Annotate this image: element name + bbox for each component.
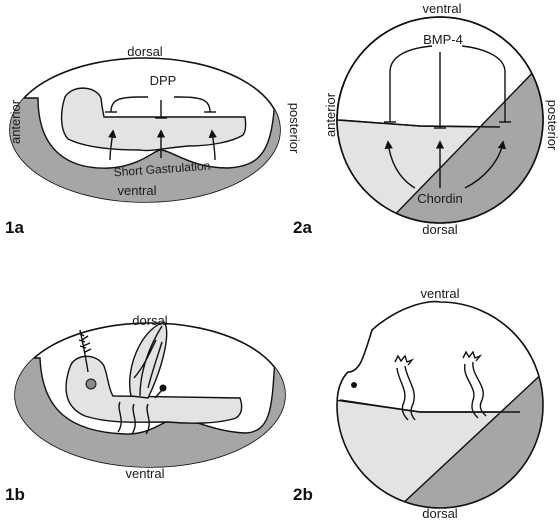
sog-arrow-right (208, 129, 217, 161)
ventral-label-1b: ventral (125, 466, 164, 481)
eye (85, 378, 97, 390)
fly-body-1b (65, 355, 243, 424)
sog-label: Short Gastrulation (113, 159, 210, 180)
leg-2 (131, 403, 136, 435)
panel-label-1a: 1a (5, 218, 24, 237)
chordin-label: Chordin (417, 191, 463, 206)
bmp-inhibit-right (461, 45, 506, 122)
wing (129, 321, 168, 399)
leg-3 (145, 403, 150, 435)
dorsal-label-2b: dorsal (422, 506, 458, 521)
chordin-arrow-left (384, 140, 416, 189)
dorsal-tissue-2b (383, 366, 543, 508)
sog-arrow-left (108, 129, 117, 161)
haltere (159, 384, 167, 392)
ventral-label-2b: ventral (420, 286, 459, 301)
dorsal-tissue-2a (378, 58, 543, 223)
eye-2b (351, 382, 357, 388)
dorsal-label-2a: dorsal (422, 222, 458, 237)
panel-label-2b: 2b (293, 485, 313, 504)
dorsal-label-1a: dorsal (127, 44, 163, 59)
anterior-label-2a: anterior (323, 92, 338, 137)
anterior-label-1a: anterior (8, 99, 23, 144)
leg-1 (117, 401, 122, 433)
bmp-inhibit-left (389, 45, 433, 122)
chordin-arrow-right (464, 140, 507, 189)
appendage-1 (396, 367, 409, 421)
panel-label-2a: 2a (293, 218, 312, 237)
dorsal-label-1b: dorsal (132, 313, 168, 328)
panel-label-1b: 1b (5, 485, 25, 504)
panel-1a: dorsal DPP Short Gastrulation ventral an… (5, 44, 302, 237)
dpp-label: DPP (150, 73, 177, 88)
panel-2a: ventral BMP-4 Chordin dorsal anterior po… (293, 1, 560, 237)
posterior-label-2a: posterior (545, 100, 560, 151)
ventral-label-1a: ventral (117, 183, 156, 198)
posterior-label-1a: posterior (287, 103, 302, 154)
bmp4-label: BMP-4 (423, 32, 463, 47)
ventral-tissue-1a (10, 97, 280, 202)
dpp-inhibit-right (174, 96, 211, 113)
dpp-inhibit-left (110, 96, 148, 113)
neuroectoderm-1a (60, 87, 247, 152)
appendage-2 (463, 363, 479, 419)
embryo-outline-2b (336, 300, 544, 509)
ventral-label-2a: ventral (422, 1, 461, 16)
panel-2b: ventral dorsal 2b (293, 286, 544, 521)
panel-1b: dorsal ventral 1b (5, 313, 286, 504)
